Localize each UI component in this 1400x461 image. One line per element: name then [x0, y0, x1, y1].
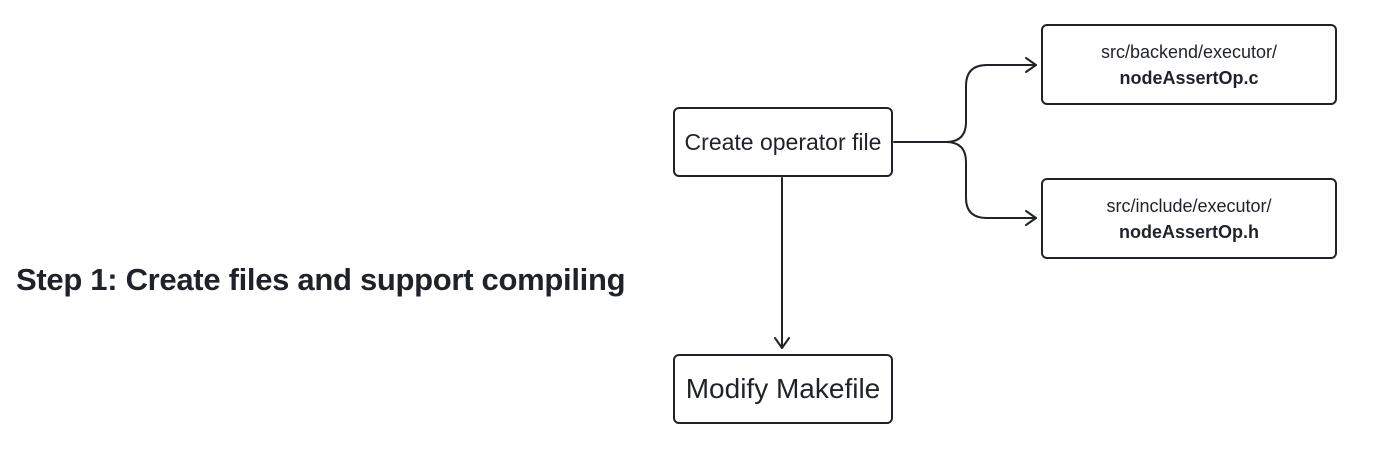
create-operator-file-node: Create operator file [673, 107, 893, 177]
include-file-node: src/include/executor/ nodeAssertOp.h [1041, 178, 1337, 259]
include-file-path: src/include/executor/ [1106, 195, 1272, 216]
create-operator-file-label: Create operator file [684, 128, 882, 155]
backend-file-name: nodeAssertOp.c [1119, 67, 1259, 88]
include-file-name: nodeAssertOp.h [1118, 221, 1260, 242]
edge-create-to-include-file [945, 141, 1037, 219]
backend-file-node: src/backend/executor/ nodeAssertOp.c [1041, 24, 1337, 105]
arrowhead-backend-file [1025, 57, 1037, 73]
arrowhead-makefile [774, 337, 790, 349]
edge-create-to-backend-file [893, 64, 1037, 143]
modify-makefile-label: Modify Makefile [685, 373, 881, 404]
backend-file-path: src/backend/executor/ [1100, 41, 1278, 62]
step-title: Step 1: Create files and support compili… [16, 262, 626, 297]
modify-makefile-node: Modify Makefile [673, 354, 893, 424]
arrowhead-include-file [1025, 210, 1037, 226]
